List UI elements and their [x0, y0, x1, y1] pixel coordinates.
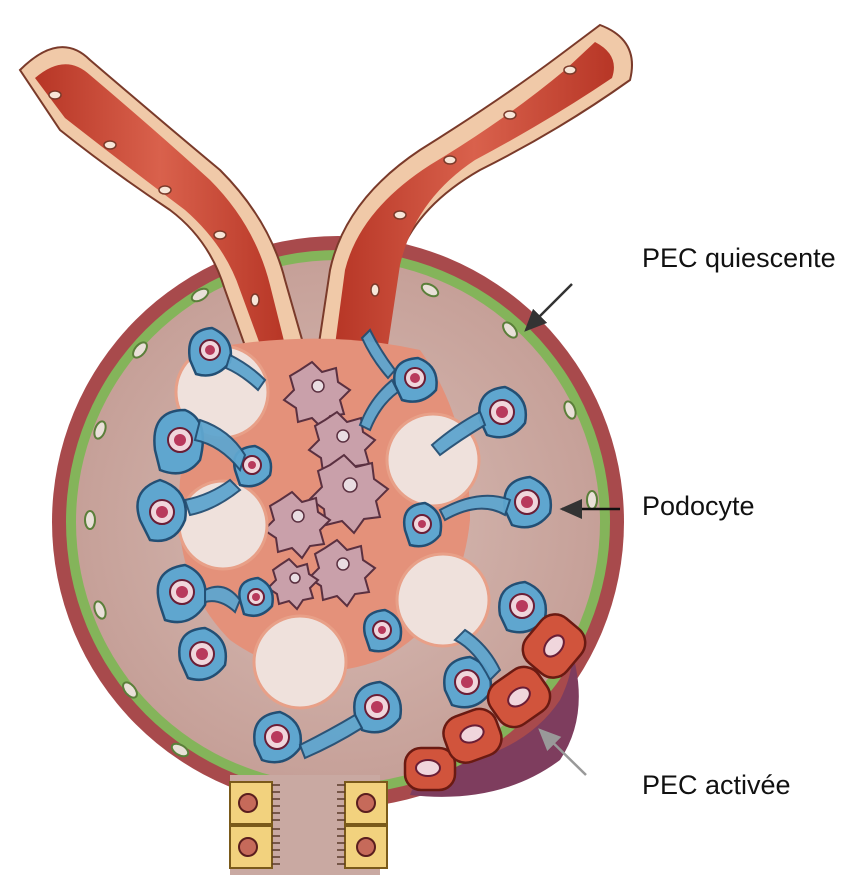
- arterioles: [20, 25, 632, 360]
- label-pec-quiescent: PEC quiescente: [642, 243, 836, 274]
- proximal-tubule: [230, 775, 387, 875]
- arrow-icon: [526, 284, 572, 330]
- label-podocyte: Podocyte: [642, 491, 755, 522]
- label-pec-activated: PEC activée: [642, 770, 791, 801]
